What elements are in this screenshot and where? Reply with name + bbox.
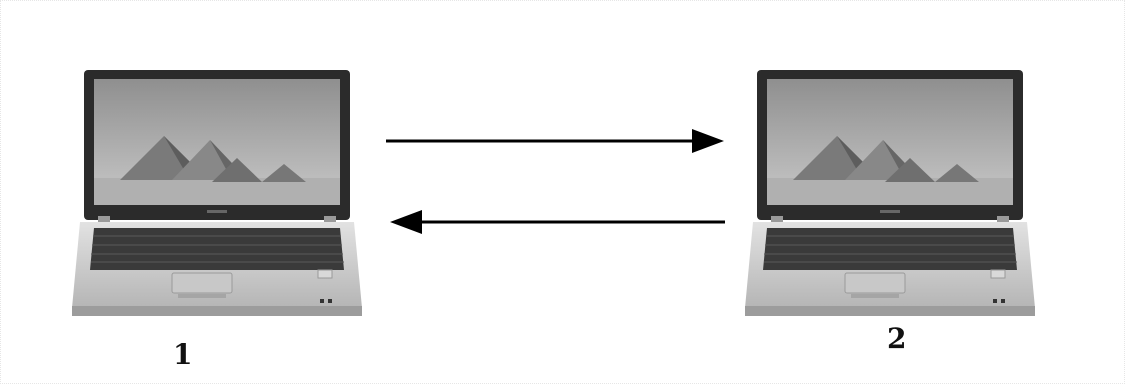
laptop-2-icon xyxy=(745,70,1035,316)
arrow-2-to-1 xyxy=(390,210,725,234)
laptop-2-label: 2 xyxy=(887,322,906,355)
arrow-1-to-2 xyxy=(386,129,724,153)
laptop-1-label: 1 xyxy=(173,338,192,371)
laptop-1-icon xyxy=(72,70,362,316)
